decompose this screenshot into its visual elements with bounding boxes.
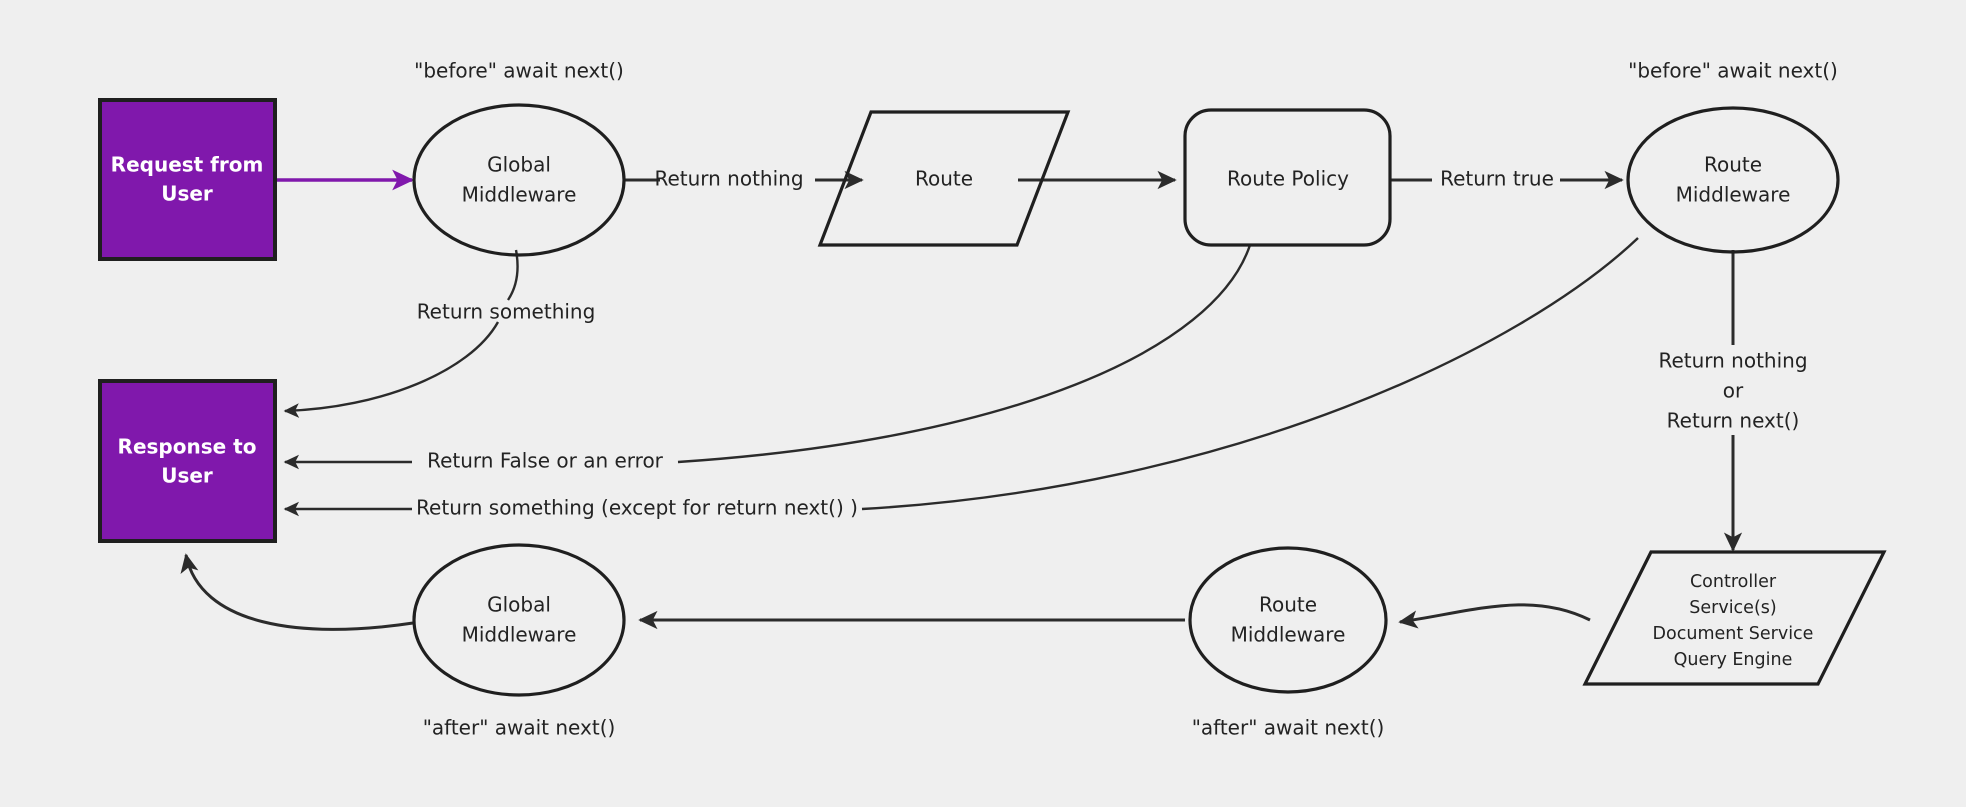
edge-route-middleware-to-response-curve	[861, 237, 1639, 511]
response-label-line2: User	[161, 464, 213, 488]
route-middleware-top-line2: Middleware	[1676, 183, 1791, 207]
edge-label-return-nothing-or-line3: Return next()	[1667, 409, 1800, 433]
annotation-before-await-next-global: "before" await next()	[414, 59, 624, 83]
edge-label-return-nothing-or-line1: Return nothing	[1658, 349, 1807, 373]
edge-label-return-false-or-error: Return False or an error	[427, 449, 664, 473]
controller-line4: Query Engine	[1674, 650, 1793, 670]
node-controller-services[interactable]: Controller Service(s) Document Service Q…	[1582, 550, 1887, 686]
annotation-after-await-next-route: "after" await next()	[1192, 716, 1385, 740]
annotation-after-await-next-global: "after" await next()	[423, 716, 616, 740]
global-middleware-top-line2: Middleware	[462, 183, 577, 207]
controller-line2: Service(s)	[1689, 598, 1776, 618]
node-global-middleware-bottom[interactable]: Global Middleware	[412, 543, 626, 697]
global-middleware-bottom-line2: Middleware	[462, 623, 577, 647]
edge-label-return-something-except: Return something (except for return next…	[416, 496, 858, 520]
edge-global-middleware-to-response-lower	[283, 321, 500, 418]
route-label: Route	[915, 167, 973, 191]
node-route-middleware-top[interactable]: Route Middleware	[1626, 106, 1840, 254]
edge-label-return-true: Return true	[1440, 167, 1554, 191]
node-global-middleware-top[interactable]: Global Middleware	[412, 103, 626, 257]
edge-global-middleware-bottom-to-response	[180, 553, 414, 631]
global-middleware-top-line1: Global	[487, 153, 551, 177]
route-middleware-bottom-line2: Middleware	[1231, 623, 1346, 647]
request-label-line1: Request from	[111, 153, 264, 177]
response-label-line1: Response to	[118, 435, 257, 459]
edge-global-middleware-to-response-upper	[506, 249, 519, 301]
annotation-before-await-next-route: "before" await next()	[1628, 59, 1838, 83]
route-middleware-top-line1: Route	[1704, 153, 1762, 177]
node-route-middleware-bottom[interactable]: Route Middleware	[1188, 546, 1388, 694]
edge-label-return-something: Return something	[417, 300, 596, 324]
route-policy-label: Route Policy	[1227, 167, 1349, 191]
request-label-line2: User	[161, 182, 213, 206]
node-route[interactable]: Route	[817, 110, 1071, 247]
edge-route-policy-to-response-curve	[677, 244, 1252, 464]
controller-line3: Document Service	[1653, 624, 1814, 644]
node-request-from-user[interactable]: Request from User	[98, 98, 277, 261]
controller-line1: Controller	[1690, 572, 1777, 592]
node-route-policy[interactable]: Route Policy	[1183, 108, 1392, 247]
edge-label-return-nothing-or-line2: or	[1723, 379, 1744, 403]
edge-label-return-nothing: Return nothing	[654, 167, 803, 191]
global-middleware-bottom-line1: Global	[487, 593, 551, 617]
route-middleware-bottom-line1: Route	[1259, 593, 1317, 617]
edge-controller-to-route-middleware-bottom	[1398, 603, 1591, 629]
node-response-to-user[interactable]: Response to User	[98, 379, 277, 543]
